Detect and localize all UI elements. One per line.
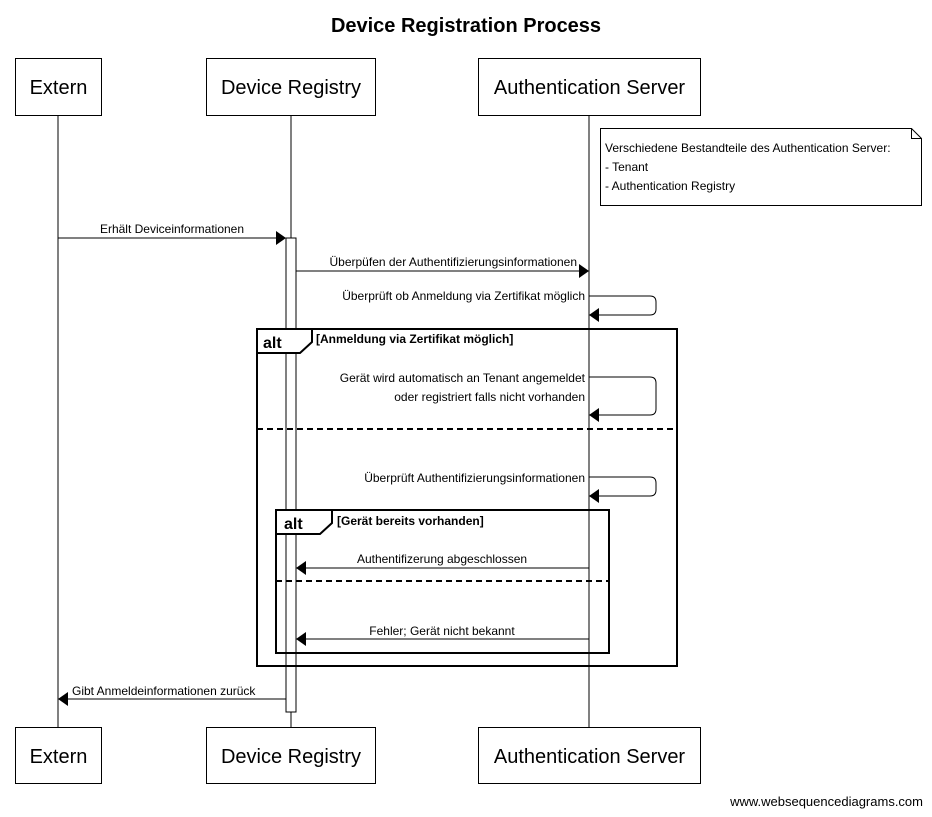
note: Verschiedene Bestandteile des Authentica… — [600, 128, 922, 206]
message-label: Überpüfen der Authentifizierungsinformat… — [330, 255, 578, 269]
participant-extern-bottom: Extern — [15, 727, 102, 784]
alt-label: alt — [284, 516, 303, 533]
message-label: Überprüft ob Anmeldung via Zertifikat mö… — [342, 289, 585, 303]
diagram-title: Device Registration Process — [331, 15, 601, 37]
participant-label: Extern — [30, 746, 88, 768]
message-label: Gibt Anmeldeinformationen zurück — [72, 684, 256, 698]
participant-extern-top: Extern — [15, 58, 102, 116]
alt-label: alt — [263, 335, 282, 352]
alt-condition: [Anmeldung via Zertifikat möglich] — [316, 332, 513, 346]
participant-label: Authentication Server — [494, 746, 686, 768]
participant-label: Extern — [30, 77, 88, 99]
note-line: - Authentication Registry — [605, 179, 735, 193]
message-label: Fehler; Gerät nicht bekannt — [369, 624, 515, 638]
participant-device-registry-top: Device Registry — [206, 58, 376, 116]
participant-authentication-server-top: Authentication Server — [478, 58, 701, 116]
note-line: - Tenant — [605, 160, 649, 174]
message-label: oder registriert falls nicht vorhanden — [394, 390, 585, 404]
participant-label: Device Registry — [221, 746, 361, 768]
message-arrow: Authentifizerung abgeschlossen — [296, 552, 589, 575]
alt-fragment-inner: alt [Gerät bereits vorhanden] — [275, 509, 610, 654]
message-arrow: Überpüfen der Authentifizierungsinformat… — [296, 255, 589, 278]
watermark: www.websequencediagrams.com — [729, 794, 923, 809]
message-label: Überprüft Authentifizierungsinformatione… — [364, 471, 585, 485]
self-message-arrow: Gerät wird automatisch an Tenant angemel… — [340, 371, 657, 422]
note-line: Verschiedene Bestandteile des Authentica… — [605, 141, 891, 155]
message-label: Authentifizerung abgeschlossen — [357, 552, 527, 566]
message-arrow: Fehler; Gerät nicht bekannt — [296, 624, 589, 646]
self-message-arrow: Überprüft Authentifizierungsinformatione… — [364, 471, 657, 503]
alt-condition: [Gerät bereits vorhanden] — [337, 514, 484, 528]
participant-label: Authentication Server — [494, 77, 686, 99]
message-arrow: Gibt Anmeldeinformationen zurück — [58, 684, 286, 706]
message-arrow: Erhält Deviceinformationen — [58, 222, 286, 245]
alt-fragment-outer: alt [Anmeldung via Zertifikat möglich] — [256, 328, 678, 667]
message-label: Gerät wird automatisch an Tenant angemel… — [340, 371, 586, 385]
activation-bar-device-registry — [285, 237, 297, 713]
participant-device-registry-bottom: Device Registry — [206, 727, 376, 784]
participant-authentication-server-bottom: Authentication Server — [478, 727, 701, 784]
self-message-arrow: Überprüft ob Anmeldung via Zertifikat mö… — [342, 289, 657, 322]
participant-label: Device Registry — [221, 77, 361, 99]
message-label: Erhält Deviceinformationen — [100, 222, 244, 236]
